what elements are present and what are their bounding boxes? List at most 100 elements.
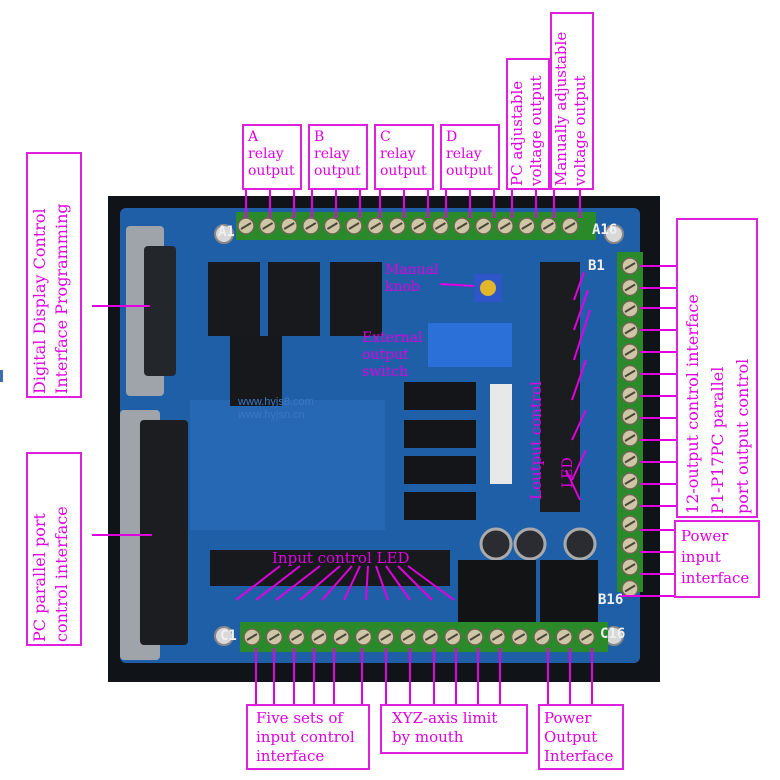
terminal-screw-slot [402,633,414,641]
terminal-screw-slot [624,434,636,442]
relay-lower [230,336,282,406]
output-control-box [676,218,758,518]
terminal-screw-slot [335,633,347,641]
pin-header [490,384,512,484]
terminal-screw-slot [456,222,468,230]
terminal-screw-slot [491,633,503,641]
terminal-screw-slot [305,222,317,230]
terminal-screw-slot [240,222,252,230]
terminal-screw-slot [624,305,636,313]
terminal-screw-slot [447,633,459,641]
relay [208,262,260,336]
mount-hole [214,626,234,646]
terminal-screw-slot [313,633,325,641]
terminal-screw-slot [348,222,360,230]
pc-adjustable-label: PC adjustable voltage output [508,75,545,186]
terminal-screw-slot [624,563,636,571]
terminal-screw-slot [326,222,338,230]
capacitor [513,527,547,561]
terminal-screw-slot [380,633,392,641]
power-output-box: Power Output Interface [538,704,624,770]
pc-adjustable-box [506,58,550,190]
potentiometer-knob [480,280,496,296]
terminal-screw-slot [624,283,636,292]
relay [268,262,320,336]
terminal-screw-slot [558,633,570,641]
terminal-screw-slot [624,541,636,550]
manual-adjustable-label: Manually adjustable voltage output [552,31,589,186]
terminal-screw-slot [370,222,382,230]
heatsink [458,560,536,622]
parallel-port-label: PC parallel port control interface [30,506,71,642]
corner-b16: B16 [598,592,624,608]
terminal-screw-slot [580,633,593,641]
terminal-screw-slot [262,222,274,230]
xyz-limit-box: XYZ-axis limit by mouth [380,704,528,754]
digital-display-label: Digital Display Control Interface Progra… [30,203,71,394]
input-led-label: Input control LED [272,549,410,567]
callout-lines [92,190,676,704]
terminal-screw-slot [357,633,370,641]
db-connector-large-body [140,420,188,645]
terminal-screw-slot [521,222,533,230]
terminal-screw-slot [624,391,636,399]
digital-display-box [26,152,82,398]
terminal-screw-slot [564,222,576,230]
ic-chip [404,456,476,484]
corner-c16: C16 [600,626,626,642]
power-input-box: Power input interface [674,520,760,598]
terminal-screws-right [621,257,639,598]
terminal-screw-slot [624,369,636,378]
terminal-screw-slot [624,477,636,485]
terminal-screw-slot [469,633,481,641]
edge-mark [0,370,3,382]
board-watermark-line2: www.hyjsn.cn [238,409,305,421]
db-connector-small-body [144,246,176,376]
led-label: LED [560,457,576,488]
manual-knob-label: Manual knob [385,262,439,295]
terminal-screw-slot [499,222,511,230]
terminal-screw-slot [434,222,446,230]
capacitor [479,527,513,561]
external-switch-label: External output switch [362,330,423,380]
terminal-screws-bottom [243,628,596,646]
xyz-limit-label: XYZ-axis limit by mouth [392,709,498,746]
terminal-screw-slot [624,326,636,335]
terminal-screw-slot [268,633,280,641]
terminal-screw-slot [624,584,636,593]
output-driver-column [540,262,580,512]
terminal-screw-slot [624,455,636,464]
terminal-screw-slot [536,633,548,641]
relay [330,262,382,336]
board-watermark: www.hyjs8.com www.hyjsn.cn [238,396,314,422]
heatsink [540,560,598,622]
terminal-screw-slot [514,633,526,641]
terminal-screw-slot [391,222,403,230]
terminal-screw-slot [624,348,636,356]
power-input-label: Power input interface [681,527,750,587]
dip-switch [428,323,512,367]
parallel-port-box [26,452,82,646]
output-control-onboard-label: Loutput control [527,381,545,500]
corner-a16: A16 [592,222,618,238]
terminal-screw-slot [624,498,636,507]
terminal-screw-slot [424,633,436,641]
terminal-screw-slot [291,633,303,641]
terminal-screws-top [237,217,579,235]
terminal-screw-slot [624,262,636,270]
ic-chip [404,492,476,520]
terminal-screw-slot [624,412,636,421]
pcb-copper-area [190,400,385,530]
mount-hole [214,224,234,244]
input-sets-label: Five sets of input control interface [256,709,355,765]
terminal-screw-slot [246,633,258,641]
terminal-screw-slot [413,222,425,230]
mount-hole [604,224,624,244]
